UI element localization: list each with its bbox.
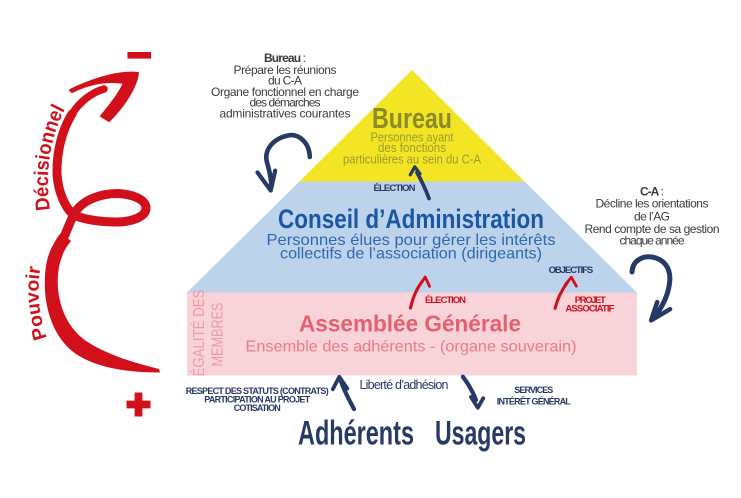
svg-text:Adhérents: Adhérents [298,415,414,453]
svg-text:Bureau :: Bureau : [264,51,306,65]
svg-text:Ensemble des adhérents - (orga: Ensemble des adhérents - (organe souvera… [246,339,577,356]
svg-text:administratives courantes: administratives courantes [220,106,351,120]
svg-text:Rend compte de sa gestion: Rend compte de sa gestion [585,222,720,236]
svg-text:Personnes élues pour gérer les: Personnes élues pour gérer les intérêts [267,232,556,249]
svg-text:Bureau: Bureau [372,103,452,135]
svg-text:Assemblée Générale: Assemblée Générale [299,311,521,337]
svg-text:du C-A: du C-A [268,74,302,88]
svg-text:PROJET: PROJET [575,295,606,306]
svg-text:OBJECTIFS: OBJECTIFS [549,265,594,276]
svg-text:ASSOCIATIF: ASSOCIATIF [565,304,614,315]
svg-text:SERVICES: SERVICES [514,385,553,395]
svg-text:particulières au sein du C-A: particulières au sein du C-A [343,151,481,166]
svg-text:Personnes ayant: Personnes ayant [371,130,454,145]
svg-text:ÉLECTION: ÉLECTION [425,295,466,306]
svg-text:collectifs de l’association (d: collectifs de l’association (dirigeants) [280,246,542,263]
svg-text:ÉGALITÉ DES: ÉGALITÉ DES [189,290,208,377]
svg-text:C-A :: C-A : [640,185,664,199]
svg-text:des fonctions: des fonctions [378,140,446,155]
svg-text:des démarches: des démarches [250,96,321,110]
svg-text:chaque année: chaque année [620,234,685,248]
svg-text:COTISATION: COTISATION [234,403,281,413]
svg-text:PARTICIPATION AU PROJET: PARTICIPATION AU PROJET [204,395,311,405]
svg-text:Liberté d’adhésion: Liberté d’adhésion [360,378,449,392]
svg-text:Conseil d’Administration: Conseil d’Administration [278,204,544,234]
svg-text:Prépare les réunions: Prépare les réunions [234,63,337,77]
svg-text:INTÉRÊT GÉNÉRAL: INTÉRÊT GÉNÉRAL [497,395,572,406]
svg-text:ÉLECTION: ÉLECTION [374,183,416,194]
svg-text:MEMBRES: MEMBRES [210,303,227,367]
svg-text:Décline les orientations: Décline les orientations [596,197,709,211]
svg-text:Organe fonctionnel en charge: Organe fonctionnel en charge [211,85,359,99]
svg-text:RESPECT DES STATUTS (CONTRATS): RESPECT DES STATUTS (CONTRATS) [186,386,329,396]
svg-text:Usagers: Usagers [435,415,526,453]
svg-text:de l’AG: de l’AG [634,209,670,223]
